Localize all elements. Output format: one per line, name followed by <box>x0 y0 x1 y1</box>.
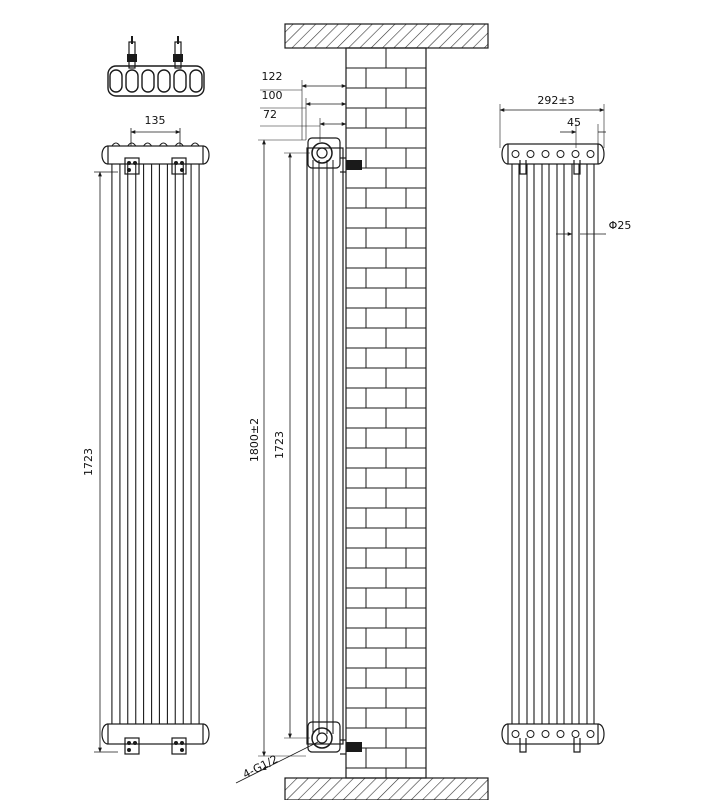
end-tube-bottom-ring <box>571 730 580 738</box>
end-bottom-connectors <box>519 738 581 753</box>
front-tube-cap <box>143 142 152 147</box>
top-view-outline <box>107 65 205 97</box>
dim-front-height: 1723 <box>82 171 118 753</box>
dim-side-height: 1723 <box>273 152 310 739</box>
end-top-header <box>507 143 599 165</box>
dim-tube-diameter: Φ25 <box>556 219 632 236</box>
front-tube-cap <box>127 142 137 147</box>
top-view-valve-nut <box>127 54 137 62</box>
floor-hatch <box>284 777 489 800</box>
front-top-header <box>107 145 204 165</box>
end-tube-bottom-ring <box>541 730 550 738</box>
dim-side-72: 72 <box>263 108 347 142</box>
end-tube-bottom-ring <box>586 730 595 738</box>
dim-side-100: 100 <box>262 89 347 140</box>
top-view-tube <box>189 69 203 93</box>
side-view: 122 100 72 1800±2 1723 <box>235 70 362 784</box>
end-tube-top-ring <box>511 150 520 158</box>
thread-label: 4-G1/2 <box>241 753 280 782</box>
top-view-tube <box>141 69 155 93</box>
side-top-valve <box>311 142 333 164</box>
end-tube-top-ring <box>586 150 595 158</box>
dim-end-45: 45 <box>560 116 606 148</box>
end-tube-top-ring <box>526 150 535 158</box>
brick-courses <box>346 48 426 778</box>
end-bottom-header <box>507 723 599 745</box>
dim-tube-diameter-label: Φ25 <box>609 219 632 232</box>
top-view-tube <box>109 69 123 93</box>
dim-side-72-label: 72 <box>263 108 277 121</box>
top-view-tube <box>173 69 187 93</box>
ceiling-hatch <box>284 23 489 49</box>
front-top-connectors <box>124 157 187 175</box>
dim-side-100-label: 100 <box>262 89 283 102</box>
dim-front-width: 135 <box>130 114 181 146</box>
end-view: 292±3 45 Φ25 <box>499 94 632 753</box>
front-bottom-header <box>107 723 204 745</box>
dim-end-45-label: 45 <box>567 116 581 129</box>
end-tube-bottom-ring <box>526 730 535 738</box>
top-view <box>107 36 205 97</box>
front-tube-cap <box>111 142 121 147</box>
bottom-wall-bracket <box>340 739 362 755</box>
top-view-valve-nut <box>173 54 183 62</box>
front-bottom-connectors <box>124 737 187 755</box>
end-tube-bottom-ring <box>511 730 520 738</box>
side-bottom-valve <box>311 727 333 749</box>
end-tube-top-ring <box>571 150 580 158</box>
end-tube-top-ring <box>556 150 565 158</box>
dim-side-122: 122 <box>262 70 347 140</box>
dim-front-width-label: 135 <box>145 114 166 127</box>
end-tube-bottom-ring <box>556 730 565 738</box>
dim-side-total-height-label: 1800±2 <box>248 418 261 462</box>
dim-end-width: 292±3 <box>499 94 605 148</box>
dim-side-height-label: 1723 <box>273 431 286 459</box>
dim-side-122-label: 122 <box>262 70 283 83</box>
dim-end-width-label: 292±3 <box>537 94 574 107</box>
end-top-connectors <box>519 160 581 175</box>
front-tube-cap <box>190 142 200 147</box>
front-tube-cap <box>174 142 184 147</box>
thread-callout: 4-G1/2 <box>235 741 319 784</box>
top-wall-bracket <box>340 157 362 173</box>
front-view: 135 1723 <box>82 114 210 755</box>
wall-section <box>284 23 489 800</box>
top-view-tube <box>157 69 171 93</box>
end-tube-top-ring <box>541 150 550 158</box>
top-view-tube <box>125 69 139 93</box>
dim-front-height-label: 1723 <box>82 448 95 476</box>
dim-side-total-height: 1800±2 <box>248 139 306 757</box>
front-tube-cap <box>159 142 168 147</box>
